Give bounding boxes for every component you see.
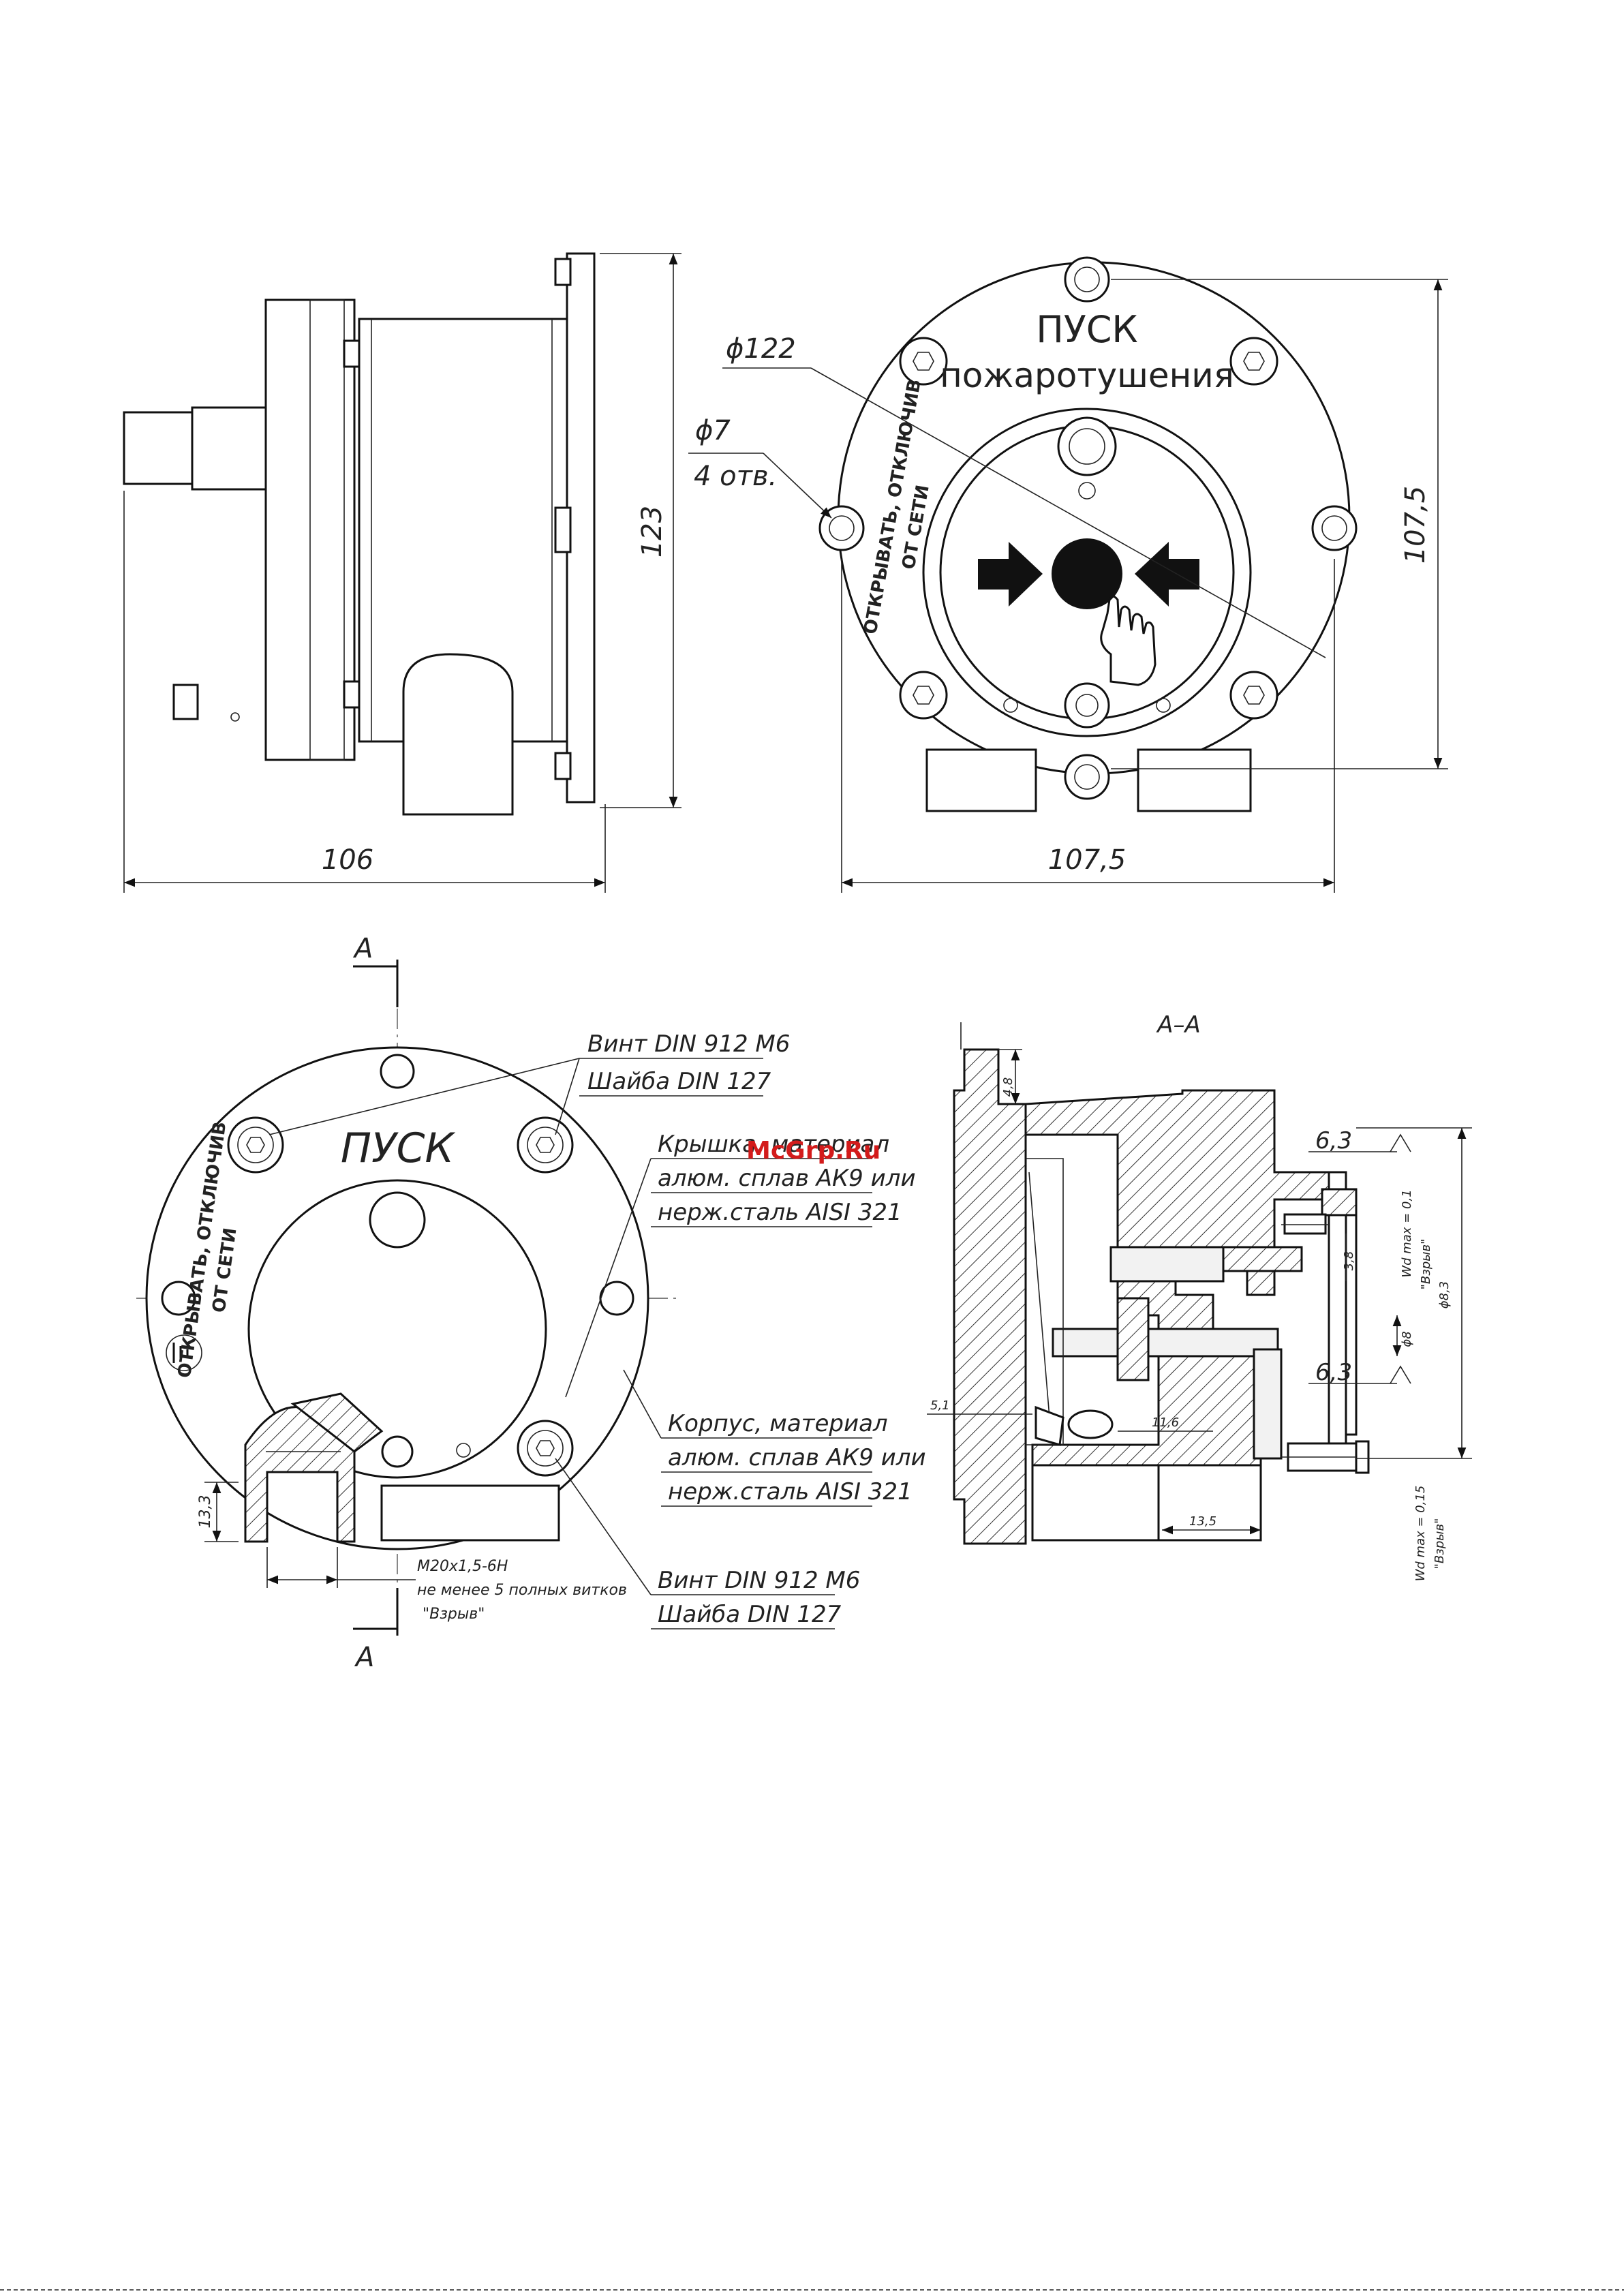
screw-bottom-line2: Шайба DIN 127 <box>658 1601 842 1628</box>
front-start-button <box>1052 538 1122 609</box>
side-flange <box>566 252 596 803</box>
gap-2: Wd max = 0,15 <box>1413 1486 1428 1582</box>
roughness-1: 6,3 <box>1315 1127 1352 1154</box>
front-arrow-right-icon <box>978 542 1043 607</box>
dim-135: 13,5 <box>1189 1514 1216 1529</box>
dim-d8: ϕ8 <box>1400 1331 1414 1347</box>
front-cover-screw <box>1229 337 1278 386</box>
dim-d83: ϕ8,3 <box>1437 1281 1452 1309</box>
rear-cover-screw <box>517 1116 574 1174</box>
side-cable-gland <box>402 653 514 816</box>
section-title: А–А <box>1156 1011 1201 1039</box>
cover-line1: Крышка, материал <box>658 1131 889 1158</box>
dim-116: 11,6 <box>1152 1415 1179 1430</box>
section-flange <box>953 1048 1027 1545</box>
dim-48: 4,8 <box>1001 1077 1015 1097</box>
section-mark-top: А <box>352 933 373 964</box>
thread-note-line1: M20x1,5-6H <box>417 1558 508 1575</box>
rear-cover-screw <box>517 1420 574 1477</box>
dim-side-width: 106 <box>322 844 373 876</box>
side-view: 106 123 <box>123 252 681 893</box>
rear-inner-bore <box>247 1179 547 1479</box>
front-cover-screw <box>899 671 948 720</box>
body-line3: нерж.сталь AISI 321 <box>668 1478 913 1505</box>
dim-38: 3,8 <box>1342 1251 1356 1271</box>
dim-51: 5,1 <box>930 1398 950 1413</box>
front-title: ПУСК <box>1036 308 1138 351</box>
screw-top-line2: Шайба DIN 127 <box>587 1068 771 1095</box>
front-arrow-left-icon <box>1135 542 1199 607</box>
gap-2-note: "Взрыв" <box>1433 1518 1447 1570</box>
body-line2: алюм. сплав АК9 или <box>668 1444 926 1471</box>
cover-line2: алюм. сплав АК9 или <box>658 1165 916 1192</box>
dim-thread-height: 13,3 <box>197 1495 214 1529</box>
roughness-2: 6,3 <box>1315 1359 1352 1386</box>
dim-side-height: 123 <box>637 506 668 557</box>
front-subtitle: пожаротушения <box>940 356 1234 395</box>
rear-cover-screw <box>227 1116 284 1174</box>
cover-line3: нерж.сталь AISI 321 <box>658 1199 902 1226</box>
section-view: А–А 4,8 5,1 11,6 13,5 <box>927 1011 1472 1581</box>
gap-1-note: "Взрыв" <box>1419 1239 1433 1290</box>
dim-front-diameter: ϕ122 <box>726 333 796 365</box>
front-cover-screw <box>1229 671 1278 720</box>
front-view: ПУСК пожаротушения ОТКРЫВАТЬ, ОТКЛЮЧИВ О… <box>688 256 1448 893</box>
side-stem-collar <box>191 406 267 491</box>
screw-bottom-line1: Винт DIN 912 M6 <box>658 1567 860 1594</box>
rear-threaded-entry <box>244 1406 356 1543</box>
rear-title: ПУСК <box>341 1124 456 1172</box>
side-stem <box>123 411 194 485</box>
dim-front-height: 107,5 <box>1400 486 1431 564</box>
front-hand-icon <box>1100 595 1156 686</box>
thread-note-line2: не менее 5 полных витков <box>417 1582 627 1599</box>
watermark: McGrp.Ru <box>746 1137 880 1165</box>
screw-top-line1: Винт DIN 912 M6 <box>587 1030 790 1058</box>
body-line1: Корпус, материал <box>668 1410 888 1437</box>
gap-1: Wd max = 0,1 <box>1400 1189 1414 1277</box>
dim-hole-diameter: ϕ7 <box>695 415 731 446</box>
front-cover-screw <box>899 337 948 386</box>
thread-note-line3: "Взрыв" <box>423 1606 485 1623</box>
rear-view: А А ПУСК ОТКРЫВАТЬ, ОТКЛЮЧИВ <box>136 933 926 1673</box>
dim-hole-count: 4 отв. <box>694 461 777 492</box>
dim-front-width: 107,5 <box>1048 844 1127 876</box>
section-mark-bottom: А <box>354 1642 374 1673</box>
front-window-outer <box>922 408 1252 737</box>
